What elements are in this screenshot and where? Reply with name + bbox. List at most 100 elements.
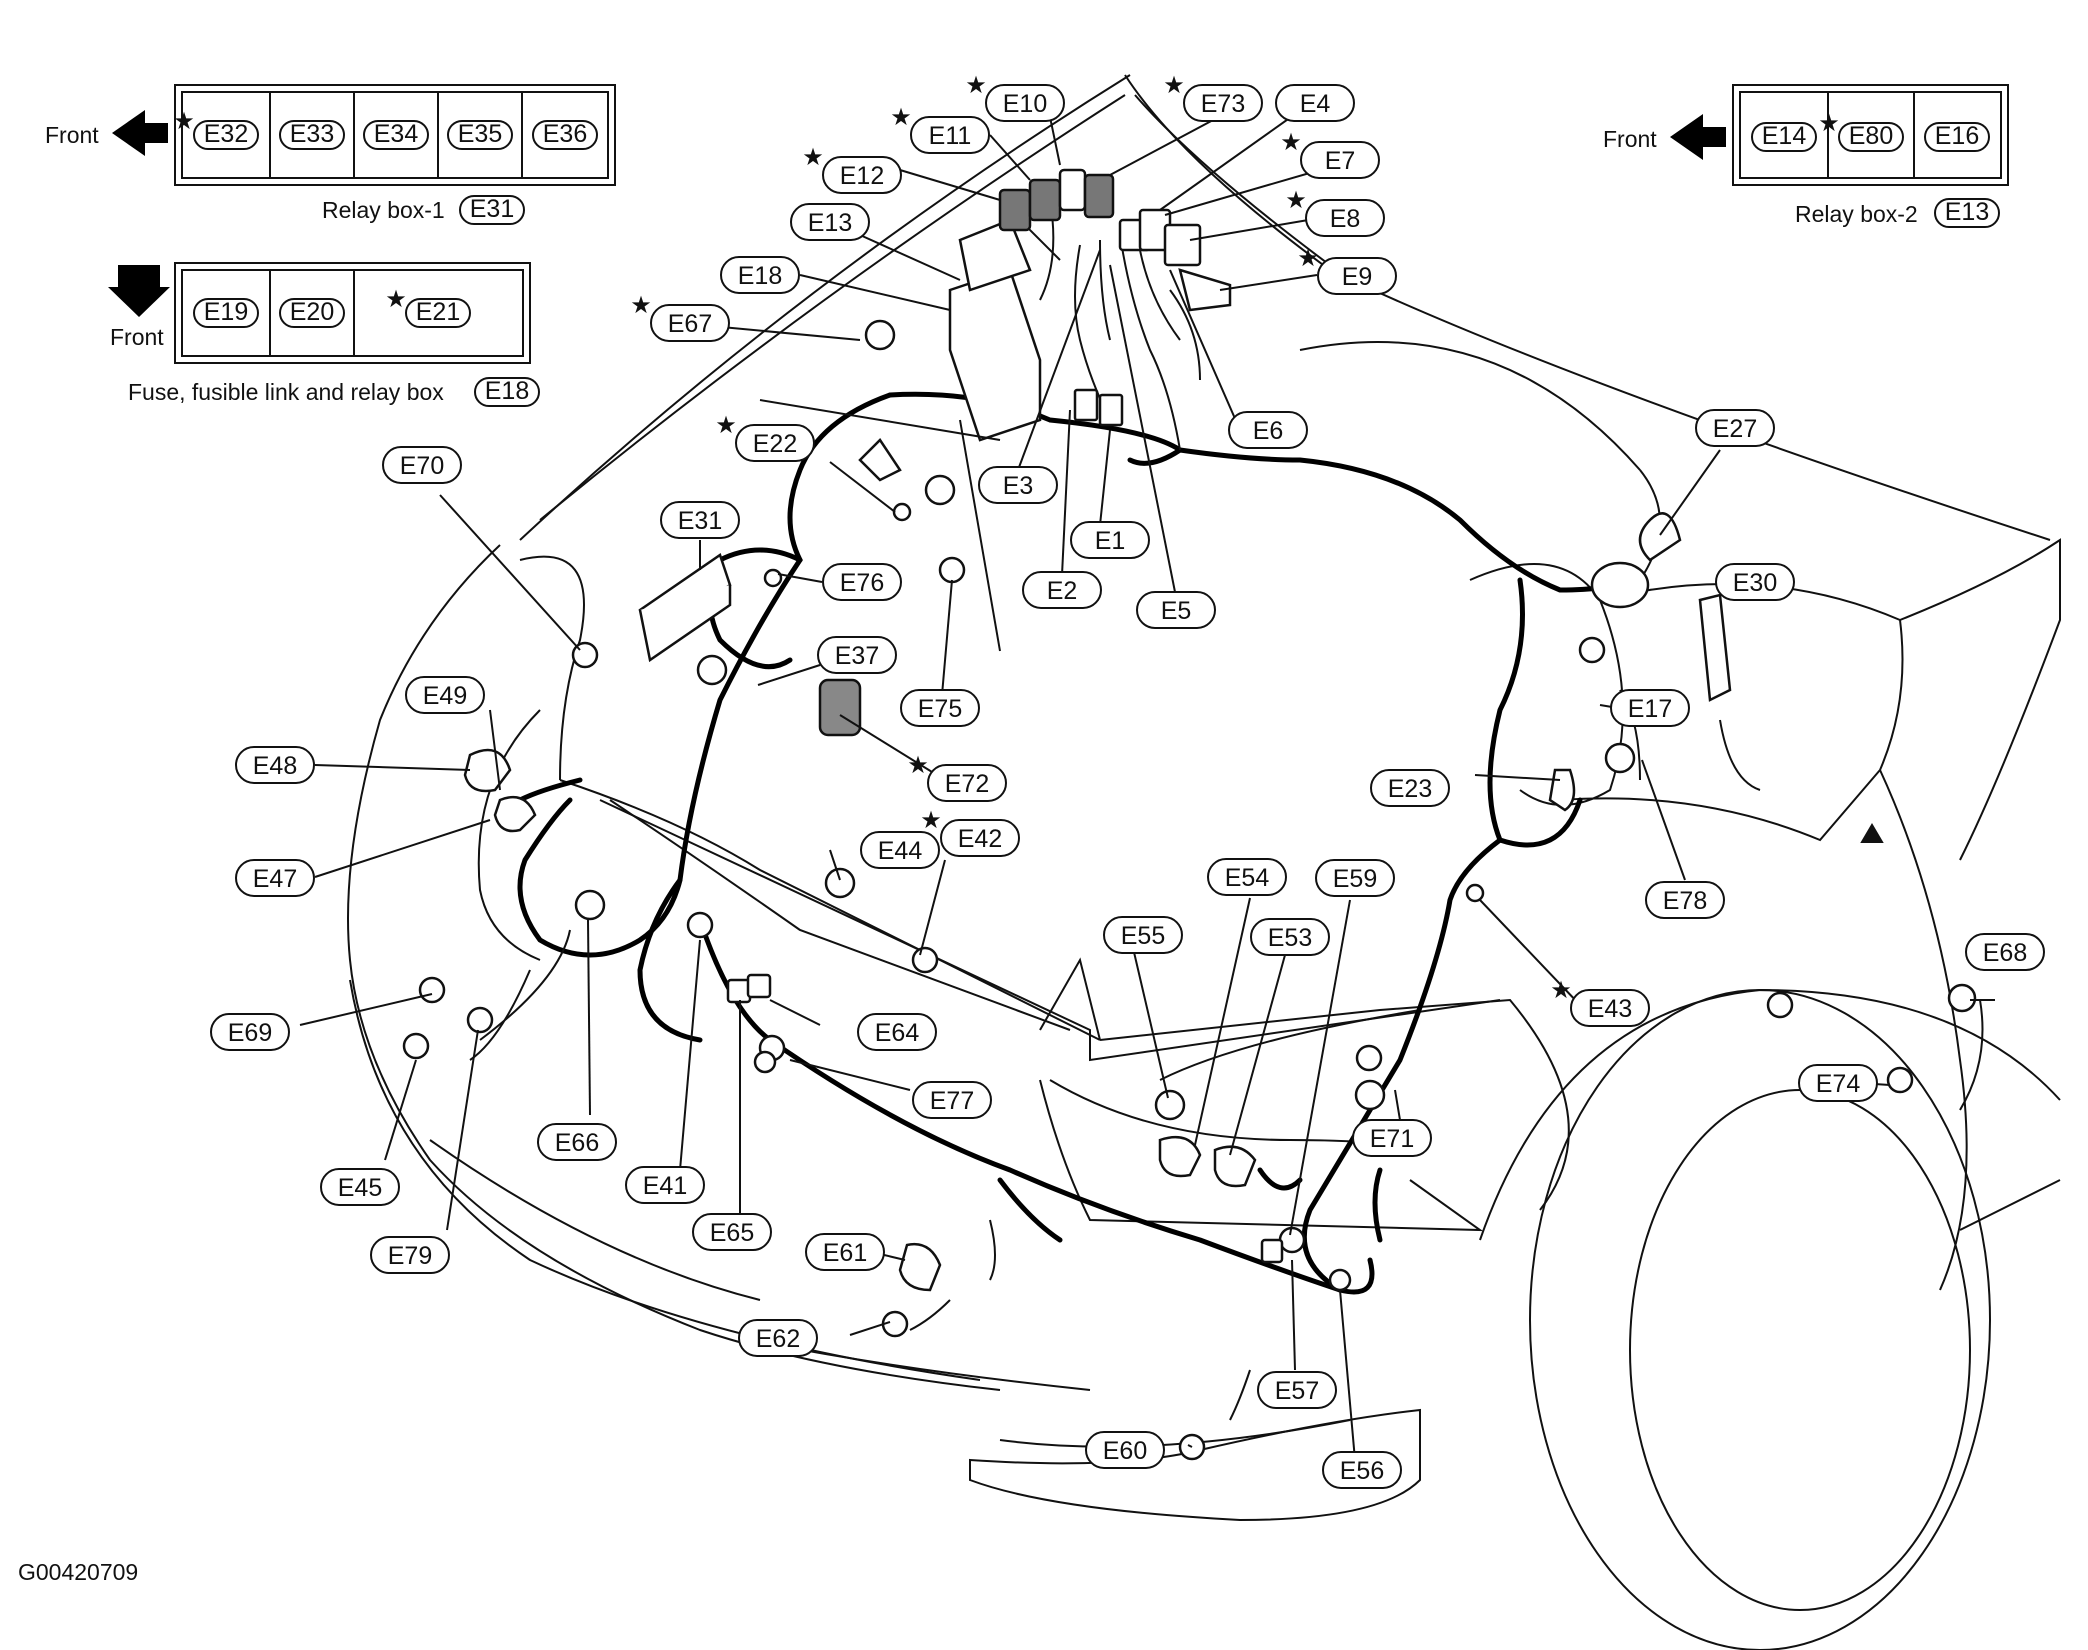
connector-label-e56: E56 — [1322, 1451, 1402, 1489]
caption-ref-e31: E31 — [459, 195, 525, 225]
connector-label-e4: E4 — [1275, 84, 1355, 122]
connector-id-text: E77 — [930, 1087, 974, 1115]
front-arrow-icon — [1670, 114, 1726, 160]
connector-label-e2: E2 — [1022, 571, 1102, 609]
connector-label-e60: E60 — [1085, 1431, 1165, 1469]
connector-id-text: E55 — [1121, 922, 1165, 950]
connector-id-text: E68 — [1983, 939, 2027, 967]
connector-id-text: E7 — [1325, 147, 1356, 175]
connector-id-text: E13 — [808, 209, 852, 237]
connector-id-text: E17 — [1628, 695, 1672, 723]
connector-label-e8: E8 ★ — [1285, 186, 1385, 237]
connector-id-text: E31 — [678, 507, 722, 535]
connector-id-text: E65 — [710, 1219, 754, 1247]
star-icon: ★ — [1285, 186, 1307, 214]
connector-id-text: E3 — [1003, 472, 1034, 500]
connector-label-e7: E7★ — [1280, 128, 1380, 179]
connector-id-text: E72 — [945, 770, 989, 798]
connector-label-e75: E75 — [900, 689, 980, 727]
connector-label-e57: E57 — [1257, 1371, 1337, 1409]
connector-id-text: E67 — [668, 310, 712, 338]
connector-id-text: E48 — [253, 752, 297, 780]
connector-id-text: E60 — [1103, 1437, 1147, 1465]
connector-label-e49: E49 — [405, 676, 485, 714]
connector-id-text: E8 — [1330, 205, 1361, 233]
connector-label-e13: E13 — [790, 203, 870, 241]
connector-label-e27: E27 — [1695, 409, 1775, 447]
connector-id-text: E12 — [840, 162, 884, 190]
connector-id-text: E42 — [958, 825, 1002, 853]
front-label: Front — [45, 122, 99, 148]
connector-id-text: E2 — [1047, 577, 1078, 605]
connector-label-e53: E53 — [1250, 918, 1330, 956]
connector-id-text: E13 — [1945, 198, 1989, 226]
connector-label-e65: E65 — [692, 1213, 772, 1251]
connector-label-e74: E74 — [1798, 1064, 1878, 1102]
connector-id-text: E71 — [1370, 1125, 1414, 1153]
connector-label-e62: E62 — [738, 1319, 818, 1357]
connector-id-text: E18 — [738, 262, 782, 290]
slot-e36: E36 — [532, 120, 598, 150]
connector-id-text: E31 — [470, 195, 514, 223]
connector-id-text: E78 — [1663, 887, 1707, 915]
connector-label-e42: E42★ — [920, 806, 1020, 857]
connector-label-e76: E76 — [822, 563, 902, 601]
slot-e16: E16 — [1924, 122, 1990, 152]
connector-id-text: E62 — [756, 1325, 800, 1353]
connector-label-e70: E70 — [382, 446, 462, 484]
slot-e19: E19 — [193, 298, 259, 328]
star-icon: ★ — [907, 751, 929, 779]
slot-e20: E20 — [279, 298, 345, 328]
star-icon: ★ — [715, 411, 737, 439]
connector-label-e31: E31 — [660, 501, 740, 539]
connector-label-e37: E37 — [817, 636, 897, 674]
connector-label-e22: E22★ — [715, 411, 815, 462]
star-icon: ★ — [173, 107, 195, 135]
fuse-relay-box-shape — [948, 268, 1042, 442]
star-icon: ★ — [965, 71, 987, 99]
connector-id-text: E30 — [1733, 569, 1777, 597]
connector-id-text: E70 — [400, 452, 444, 480]
connector-id-text: E49 — [423, 682, 467, 710]
connector-id-text: E16 — [1935, 122, 1979, 150]
connector-label-e10: E10 ★ — [965, 71, 1065, 122]
connector-id-text: E27 — [1713, 415, 1757, 443]
connector-id-text: E6 — [1253, 417, 1284, 445]
car-body-outline — [347, 74, 2061, 1650]
connector-label-e71: E71 — [1352, 1119, 1432, 1157]
connector-id-text: E76 — [840, 569, 884, 597]
connector-label-e67: E67★ — [630, 291, 730, 342]
leader-lines — [299, 94, 1995, 1461]
connector-label-e17: E17 — [1610, 689, 1690, 727]
star-icon: ★ — [1550, 976, 1572, 1004]
connector-id-text: E14 — [1762, 122, 1807, 150]
connector-label-e69: E69 — [210, 1013, 290, 1051]
connector-label-e41: E41 — [625, 1166, 705, 1204]
connector-label-e79: E79 — [370, 1236, 450, 1274]
connector-label-e48: E48 — [235, 746, 315, 784]
connector-label-e43: E43 ★ — [1550, 976, 1650, 1027]
connector-label-e3: E3 — [978, 466, 1058, 504]
connector-label-e66: E66 — [537, 1123, 617, 1161]
connector-label-e72: E72 ★ — [907, 751, 1007, 802]
connector-id-text: E10 — [1003, 90, 1047, 118]
connector-label-e64: E64 — [857, 1013, 937, 1051]
connector-id-text: E61 — [823, 1239, 867, 1267]
slot-e35: E35 — [447, 120, 513, 150]
connector-label-e73: E73★ — [1163, 71, 1263, 122]
connector-id-text: E43 — [1588, 995, 1632, 1023]
connector-id-text: E74 — [1816, 1070, 1861, 1098]
slot-e21: E21★ — [385, 285, 471, 328]
connector-label-e68: E68 — [1965, 933, 2045, 971]
connector-id-text: E47 — [253, 865, 297, 893]
connector-label-e45: E45 — [320, 1168, 400, 1206]
caption-ref-e18: E18 — [474, 377, 540, 407]
connector-id-text: E23 — [1388, 775, 1432, 803]
relay-box-1-caption: Relay box-1 — [322, 197, 445, 223]
connector-id-text: E41 — [643, 1172, 687, 1200]
connector-id-text: E37 — [835, 642, 879, 670]
connector-id-text: E53 — [1268, 924, 1312, 952]
